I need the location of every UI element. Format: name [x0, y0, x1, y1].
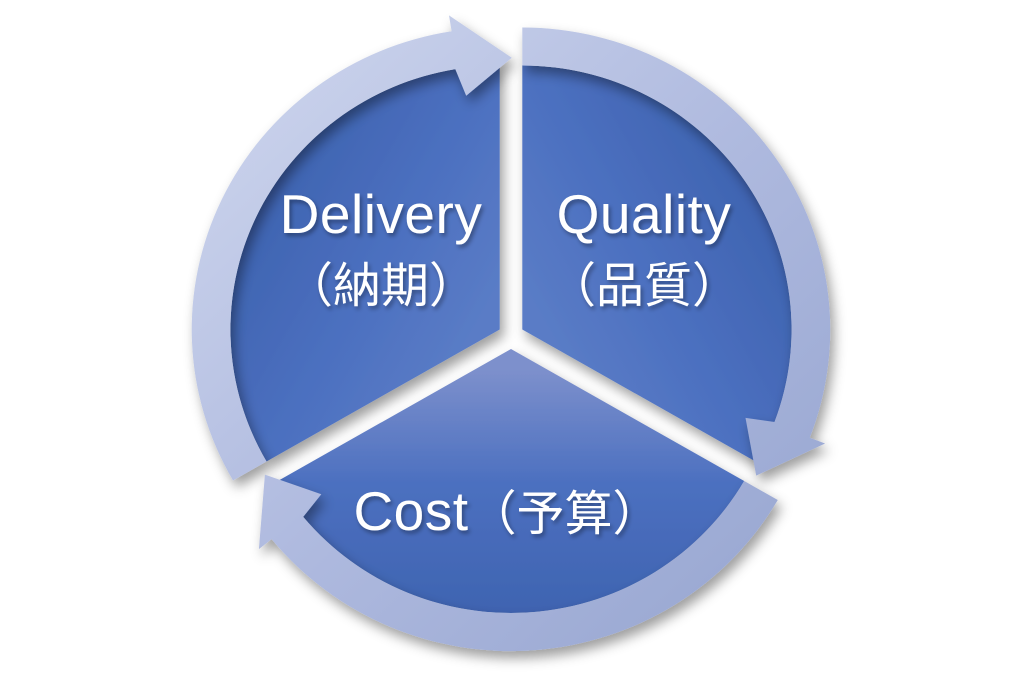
cost-label-ja: （予算）: [469, 488, 661, 541]
quality-label-en: Quality: [557, 183, 732, 245]
delivery-label-ja: （納期）: [285, 260, 477, 313]
cost-clockwise-arrow-band: [258, 474, 778, 652]
quality-wedge: [522, 65, 792, 462]
cost-wedge: [277, 349, 745, 613]
delivery-clockwise-arrow-band: [191, 15, 512, 481]
quality-label-ja: （品質）: [548, 260, 740, 313]
segment-quality: Quality （品質）: [522, 27, 831, 476]
cost-label: Cost（予算）: [353, 480, 660, 542]
quality-clockwise-arrow-band: [522, 27, 831, 476]
cost-label-en: Cost: [353, 480, 468, 542]
segment-cost: Cost（予算）: [258, 349, 778, 652]
delivery-wedge: [230, 65, 500, 462]
segment-delivery: Delivery （納期）: [191, 15, 512, 481]
delivery-label-en: Delivery: [280, 183, 483, 245]
